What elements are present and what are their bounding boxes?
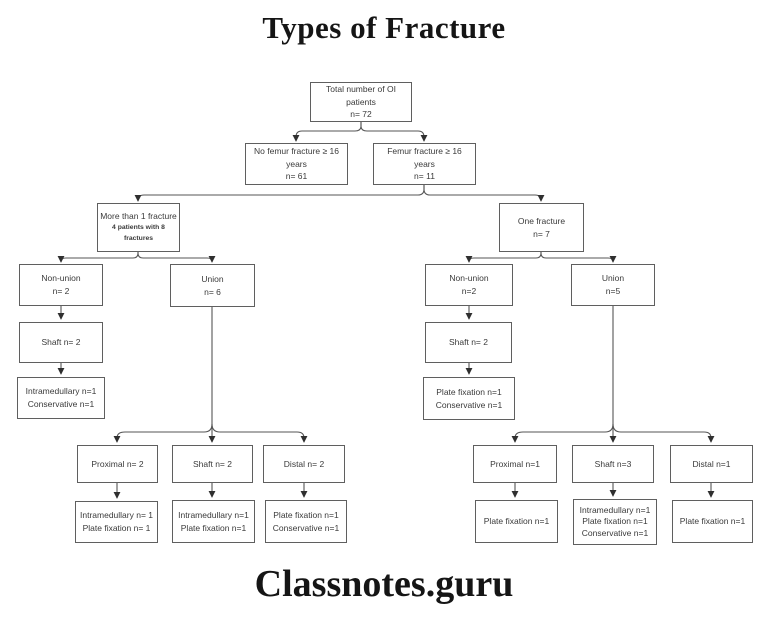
node-count: n=5: [605, 286, 621, 296]
node-label: Intramedullary n=1: [579, 504, 651, 515]
node-more-than-one-fracture: More than 1 fracture 4 patients with 8 f…: [97, 203, 180, 252]
node-label: Shaft n= 2: [41, 337, 81, 348]
node-label: Plate fixation n= 1: [82, 523, 151, 533]
node-right-shaft-union-treatment: Intramedullary n=1 Plate fixation n=1 Co…: [573, 499, 657, 545]
node-label: Plate fixation n=1: [679, 516, 746, 527]
node-label: No femur fracture ≥ 16 years: [254, 145, 339, 169]
node-right-distal-treatment: Plate fixation n=1: [672, 500, 753, 543]
node-right-shaft: Shaft n= 2: [425, 322, 512, 363]
node-label: More than 1 fracture: [100, 211, 177, 222]
node-no-femur-fracture: No femur fracture ≥ 16 years n= 61: [245, 143, 348, 185]
page-footer-watermark: Classnotes.guru: [254, 563, 514, 605]
node-right-proximal-treatment: Plate fixation n=1: [475, 500, 558, 543]
node-label: Plate fixation n=1: [273, 509, 339, 520]
node-count: n= 2: [52, 286, 70, 296]
node-label: Plate fixation n=1: [582, 516, 648, 527]
node-left-shaft-union-treatment: Intramedullary n=1 Plate fixation n=1: [172, 500, 255, 543]
node-right-distal: Distal n=1: [670, 445, 753, 483]
node-label: Conservative n=1: [581, 527, 649, 538]
node-left-union: Union n= 6: [170, 264, 255, 307]
node-label: Shaft n=3: [594, 458, 632, 469]
node-label: Non-union: [41, 273, 81, 284]
node-right-union: Union n=5: [571, 264, 655, 306]
node-label: One fracture: [517, 215, 566, 226]
page-title: Types of Fracture: [262, 10, 506, 45]
node-count: n=2: [461, 286, 477, 296]
node-label: Conservative n=1: [435, 399, 503, 410]
node-label: Conservative n=1: [27, 399, 95, 409]
node-right-shaft-treatment: Plate fixation n=1 Conservative n=1: [423, 377, 515, 420]
node-label: Distal n= 2: [283, 458, 325, 469]
node-label: Plate fixation n=1: [180, 522, 247, 533]
node-left-shaft-treatment: Intramedullary n=1 Conservative n=1: [17, 377, 105, 419]
node-left-distal-treatment: Plate fixation n=1 Conservative n=1: [265, 500, 347, 543]
node-left-shaft: Shaft n= 2: [19, 322, 103, 363]
node-count: n= 6: [204, 286, 221, 297]
node-right-nonunion: Non-union n=2: [425, 264, 513, 306]
node-count: n= 7: [533, 228, 550, 239]
node-total-oi-patients: Total number of OI patients n= 72: [310, 82, 412, 122]
node-label: Plate fixation n=1: [436, 386, 502, 397]
node-label: Femur fracture ≥ 16 years: [387, 145, 462, 169]
node-label: Proximal n=1: [490, 458, 540, 469]
node-right-shaft-union: Shaft n=3: [572, 445, 654, 483]
node-label: Plate fixation n=1: [483, 516, 550, 527]
node-label: Union: [201, 273, 224, 284]
node-subtext: 4 patients with 8 fractures: [112, 224, 165, 242]
node-label: Intramedullary n=1: [25, 386, 97, 397]
node-label: Shaft n= 2: [193, 458, 232, 469]
node-left-proximal: Proximal n= 2: [77, 445, 158, 483]
node-one-fracture: One fracture n= 7: [499, 203, 584, 252]
node-femur-fracture: Femur fracture ≥ 16 years n= 11: [373, 143, 476, 185]
node-label: Intramedullary n=1: [178, 509, 249, 520]
node-left-distal: Distal n= 2: [263, 445, 345, 483]
node-label: Total number of OI patients: [326, 83, 396, 107]
node-label: Union: [601, 273, 625, 284]
node-count: n= 61: [285, 171, 308, 182]
node-left-nonunion: Non-union n= 2: [19, 264, 103, 306]
node-label: Non-union: [449, 273, 489, 284]
node-left-shaft-union: Shaft n= 2: [172, 445, 253, 483]
node-left-proximal-treatment: Intramedullary n= 1 Plate fixation n= 1: [75, 501, 158, 543]
node-label: Distal n=1: [692, 458, 731, 469]
node-label: Conservative n=1: [272, 522, 340, 533]
node-label: Proximal n= 2: [91, 458, 144, 469]
node-label: Intramedullary n= 1: [80, 510, 153, 521]
node-right-proximal: Proximal n=1: [473, 445, 557, 483]
node-label: Shaft n= 2: [449, 337, 488, 348]
node-count: n= 11: [414, 171, 435, 182]
node-count: n= 72: [350, 109, 372, 120]
